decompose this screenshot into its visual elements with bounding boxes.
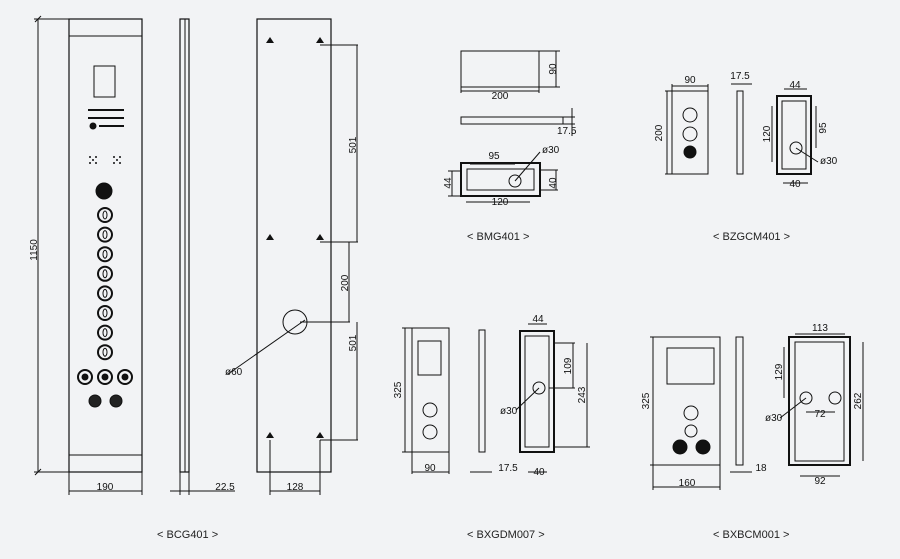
bmg401-hole-spacing-label: 95 [488,151,500,162]
bxgdm007-box-top-label: 44 [532,314,544,325]
floor-button-glyph [102,249,108,259]
caption-bmg401: < BMG401 > [467,231,530,243]
floor-button [97,344,113,361]
bxbcm001-width-label: 160 [679,478,696,489]
bzgcm401-height-label: 200 [654,124,665,141]
bzgcm401-box-bottom-label: 40 [789,179,801,190]
bzgcm401-width-label: 90 [684,75,696,86]
caption-bcg401: < BCG401 > [157,529,219,541]
bxbcm001-height-label: 325 [641,392,652,409]
bxbcm001-hole-label: ø30 [765,413,783,424]
bzgcm401-side-view [731,83,752,175]
function-button [117,369,133,385]
bxbcm001-hole-offset-label: 129 [774,363,785,380]
floor-button [97,324,113,341]
caption-bxgdm007: < BXGDM007 > [467,529,545,541]
bxgdm007-front-view [402,327,450,474]
bxgdm007-hole-offset-label: 109 [563,357,574,374]
round-button [109,394,123,408]
bcg401-spacing-mid-label: 200 [340,274,351,291]
bxbcm001-depth-label: 18 [755,463,767,474]
floor-button [97,226,113,243]
bcg401-side-view [170,18,235,495]
bxgdm007-height-label: 325 [393,381,404,398]
floor-button [97,265,113,282]
floor-button [97,285,113,302]
bmg401-depth-label: 17.5 [557,126,577,137]
floor-button-glyph [102,210,108,220]
bzgcm401-mounting-view [771,88,819,184]
bcg401-depth-label: 22.5 [215,482,235,493]
bmg401-hole-label: ø30 [542,145,560,156]
bzgcm401-box-height-label: 120 [762,125,773,142]
bcg401-width-label: 190 [97,482,114,493]
bcg401-hole-label: ø60 [225,367,243,378]
bmg401-height-label: 90 [548,63,559,75]
bzgcm401-hole-offset-label: 95 [818,122,829,134]
bzgcm401-box-top-label: 44 [789,80,801,91]
floor-button-glyph [102,230,108,240]
bcg401-round-buttons [88,394,123,408]
bcg401-floor-buttons [97,207,113,361]
floor-button-glyph [102,328,108,338]
bcg401-front-view [34,15,143,495]
floor-button-glyph [102,288,108,298]
function-button-glyph [101,373,109,381]
caption-bxbcm001: < BXBCM001 > [713,529,790,541]
bxbcm001-box-height-label: 262 [853,392,864,409]
caption-bzgcm401: < BZGCM401 > [713,231,791,243]
floor-button [97,207,113,223]
bcg401-spacing-bot-label: 501 [348,334,359,351]
bcg401-braille-text [88,109,124,127]
bxbcm001-hole-spacing-label: 72 [814,409,826,420]
bmg401-mount-inner-label: 120 [492,197,509,208]
bcg401-display [93,65,116,98]
bmg401-mount-right-label: 40 [548,177,559,189]
bcg401-braille-dots [89,156,121,164]
bcg401-height-label: 1150 [29,239,40,261]
bmg401-side-view [460,108,575,136]
bmg401-mounting-view [448,151,558,203]
bcg401-spacing-top-label: 501 [348,136,359,153]
bxgdm007-mounting-view [515,323,590,473]
round-button [88,394,102,408]
bmg401-front-view [460,50,560,93]
bxgdm007-side-view [470,329,492,473]
bxbcm001-side-view [730,336,752,473]
floor-button-glyph [102,269,108,279]
bcg401-function-buttons [77,369,133,385]
function-button [77,369,93,385]
bxbcm001-box-bottom-label: 92 [814,476,826,487]
function-button [97,369,113,385]
floor-button [97,246,113,263]
function-button-glyph [81,373,89,381]
bxgdm007-hole-label: ø30 [500,406,518,417]
bcg401-mounting-view [227,18,358,495]
bzgcm401-hole-label: ø30 [820,156,838,167]
floor-button-glyph [102,347,108,357]
bxbcm001-box-width-label: 113 [812,323,828,334]
bmg401-width-label: 200 [492,91,509,102]
bxgdm007-box-bottom-label: 40 [533,467,545,478]
bxbcm001-front-view [650,336,721,490]
bxgdm007-width-label: 90 [424,463,436,474]
function-button-glyph [121,373,129,381]
bzgcm401-depth-label: 17.5 [730,71,750,82]
bcg401-mount-width-label: 128 [287,482,304,493]
floor-button-glyph [102,308,108,318]
bxgdm007-depth-label: 17.5 [498,463,518,474]
bxbcm001-mounting-view [779,333,864,477]
bxgdm007-box-height-label: 243 [577,386,588,403]
bmg401-mount-left-label: 44 [443,177,454,189]
bcg401-keyswitch [95,182,113,200]
bzgcm401-front-view [665,84,709,175]
floor-button [97,305,113,321]
